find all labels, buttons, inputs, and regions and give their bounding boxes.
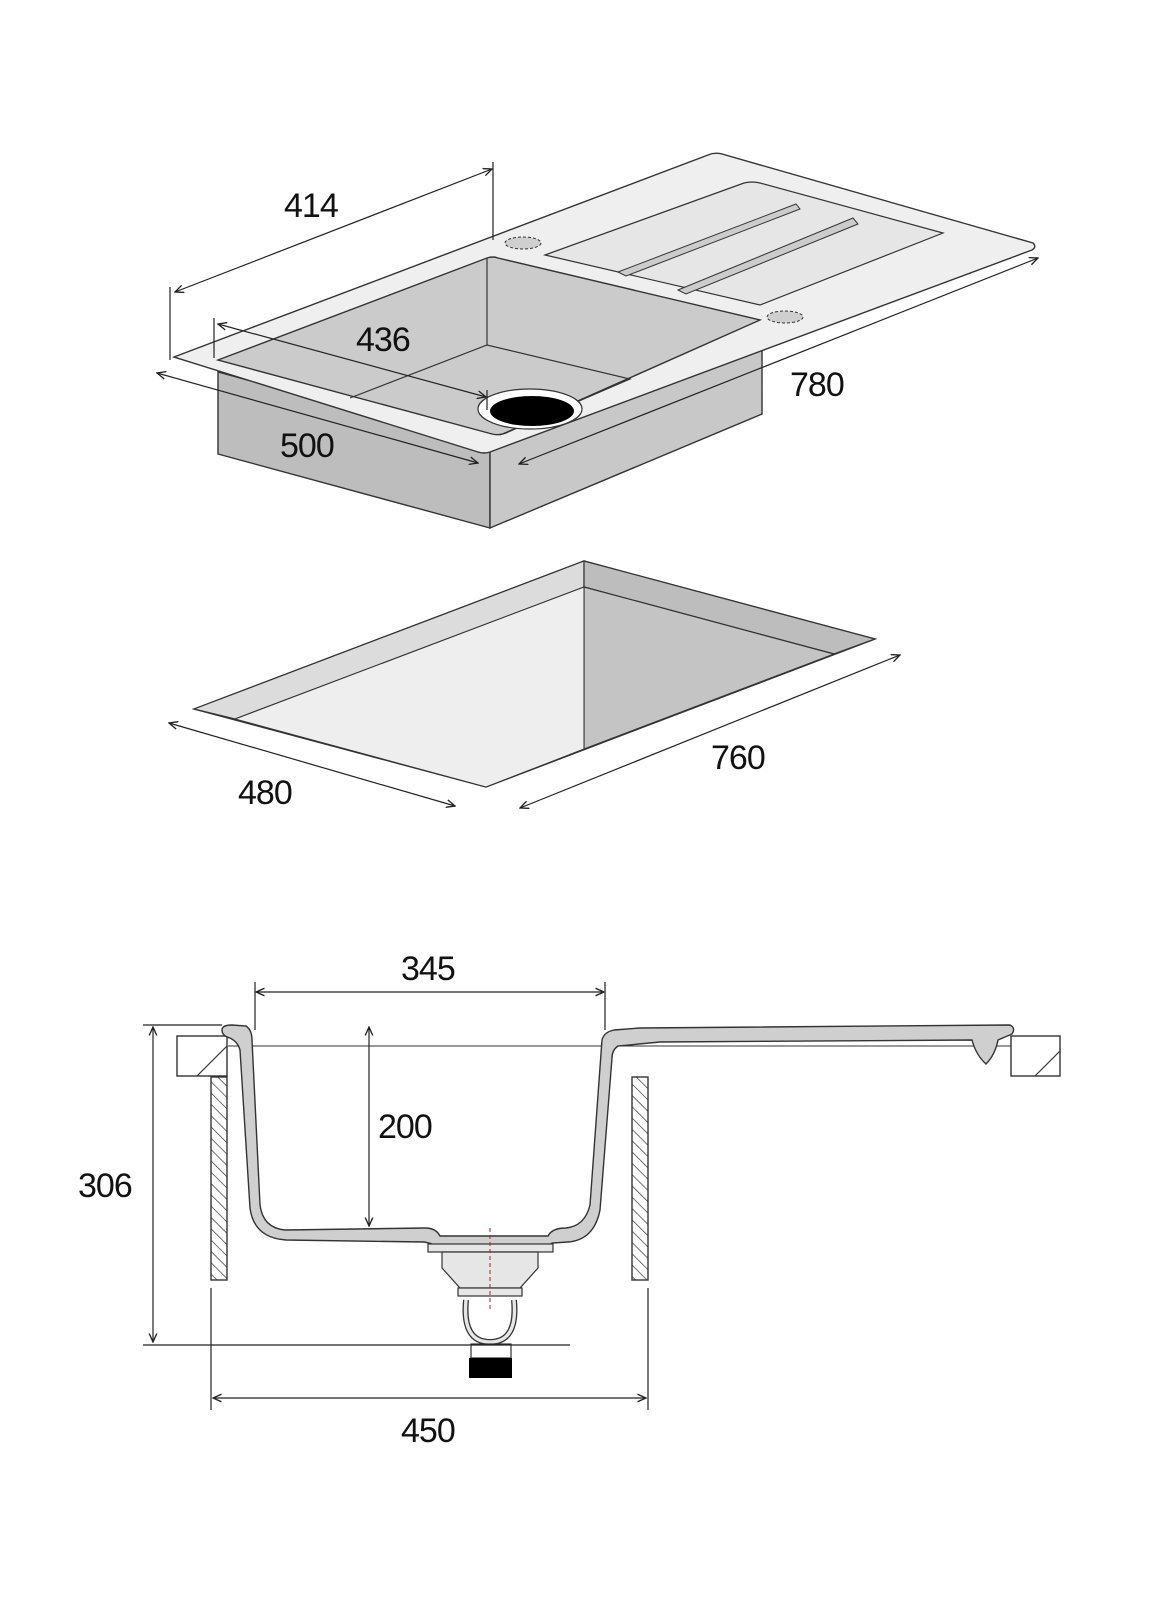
dim-line-500 [157, 373, 478, 463]
sink-isometric-view: 414 436 780 500 [157, 152, 1038, 530]
tap-hole-left [504, 236, 542, 250]
sink-section-profile [221, 1024, 1015, 1251]
worktop-right [1010, 1035, 1061, 1077]
cutout-view: 480 760 [169, 560, 900, 812]
dim-label-450: 450 [401, 1412, 455, 1450]
worktop-left-hatch [196, 1045, 228, 1077]
dim-label-436: 436 [356, 321, 410, 359]
dim-label-760: 760 [711, 739, 765, 777]
drain-outlet-pipe [470, 1343, 512, 1359]
dim-label-480: 480 [238, 774, 292, 812]
section-view: 345 200 306 450 [78, 950, 1061, 1450]
cabinet-side-right [631, 1076, 649, 1281]
dim-line-760 [520, 655, 900, 808]
dim-line-480 [169, 723, 455, 806]
cabinet-side-left [210, 1076, 228, 1281]
dim-line-780 [519, 258, 1038, 464]
dim-label-780: 780 [790, 366, 844, 404]
worktop-right-hatch [1034, 1050, 1061, 1077]
dim-label-500: 500 [280, 427, 334, 465]
tap-hole-right [766, 310, 804, 324]
drain-trap-inner [463, 1299, 517, 1344]
dim-line-414 [175, 169, 492, 292]
dim-label-306: 306 [78, 1167, 132, 1205]
dim-label-345: 345 [401, 950, 455, 988]
worktop-left [176, 1035, 228, 1077]
drain-hole-inner [490, 396, 574, 426]
dim-label-414: 414 [284, 187, 338, 225]
dim-label-200: 200 [378, 1108, 432, 1146]
drain-outlet-end [469, 1358, 512, 1378]
